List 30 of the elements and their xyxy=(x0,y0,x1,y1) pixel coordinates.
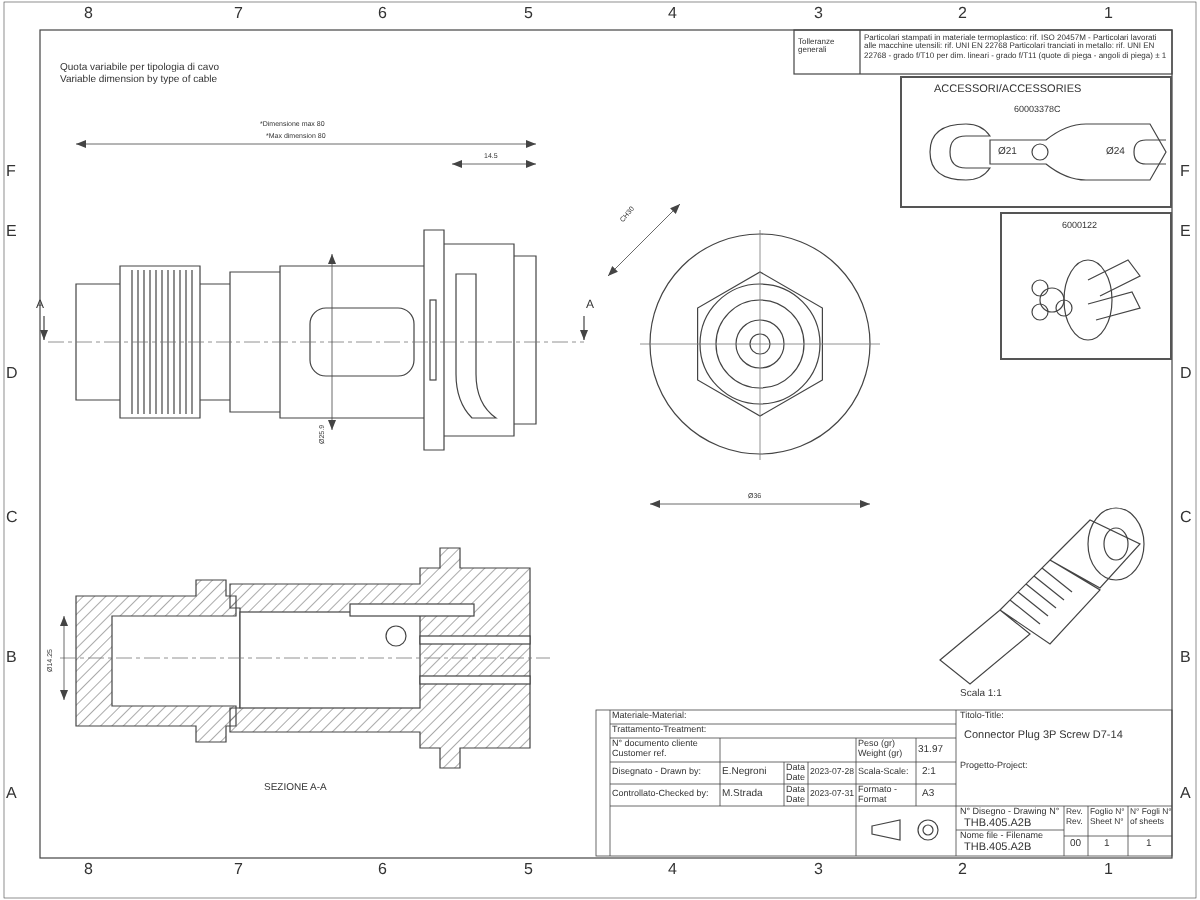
grid-letter: C xyxy=(1180,510,1192,528)
grid-number: 6 xyxy=(378,862,387,880)
grid-number: 5 xyxy=(524,862,533,880)
grid-number: 1 xyxy=(1104,6,1113,24)
grid-number: 8 xyxy=(84,862,93,880)
grid-number: 7 xyxy=(234,862,243,880)
grid-letter: B xyxy=(1180,650,1191,668)
grid-letter: F xyxy=(6,164,16,182)
grid-letter: A xyxy=(1180,786,1191,804)
grid-letter: F xyxy=(1180,164,1190,182)
accessories-panel xyxy=(900,76,1172,208)
grid-number: 7 xyxy=(234,6,243,24)
grid-letter: D xyxy=(1180,366,1192,384)
grid-number: 4 xyxy=(668,6,677,24)
grid-number: 1 xyxy=(1104,862,1113,880)
accessory-panel xyxy=(1000,212,1172,360)
grid-number: 6 xyxy=(378,6,387,24)
grid-number: 5 xyxy=(524,6,533,24)
grid-letter: C xyxy=(6,510,18,528)
grid-number: 3 xyxy=(814,6,823,24)
grid-letter: D xyxy=(6,366,18,384)
grid-letter: E xyxy=(1180,224,1191,242)
grid-number: 3 xyxy=(814,862,823,880)
grid-number: 2 xyxy=(958,6,967,24)
grid-letter: A xyxy=(6,786,17,804)
grid-number: 4 xyxy=(668,862,677,880)
grid-number: 8 xyxy=(84,6,93,24)
grid-letter: B xyxy=(6,650,17,668)
grid-number: 2 xyxy=(958,862,967,880)
grid-letter: E xyxy=(6,224,17,242)
